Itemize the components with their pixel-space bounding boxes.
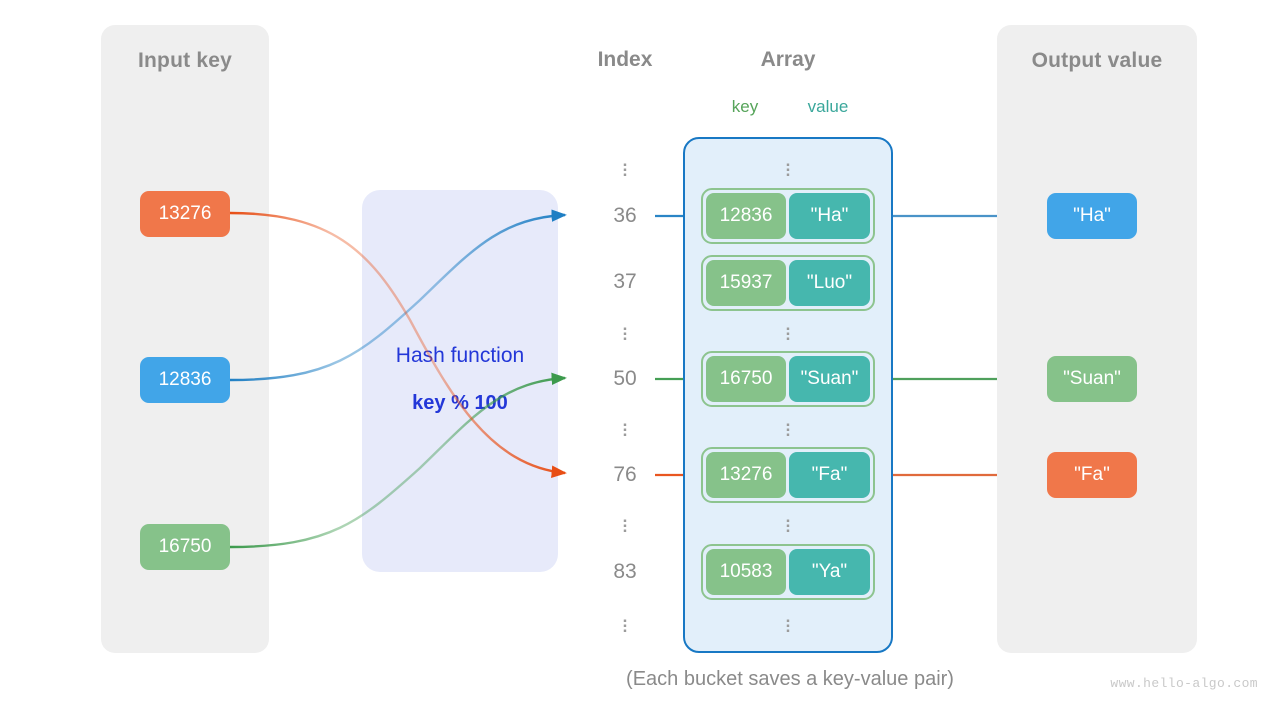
bucket-key-12836: 12836 — [706, 193, 786, 239]
output-panel-title: Output value — [1031, 49, 1163, 72]
bucket-value-luo: "Luo" — [789, 260, 870, 306]
bucket-value-suan: "Suan" — [789, 356, 870, 402]
index-ellipsis-2: ... — [622, 315, 628, 344]
hash-function-box — [362, 190, 558, 572]
output-value-panel: Output value — [997, 25, 1197, 653]
array-ellipsis-top: ... — [785, 151, 791, 180]
index-label-37: 37 — [613, 270, 637, 293]
array-column-header: Array — [760, 48, 816, 71]
bucket-value-fa: "Fa" — [789, 452, 870, 498]
index-column-header: Index — [597, 48, 653, 71]
bucket-36[interactable]: 12836 "Ha" — [701, 188, 875, 244]
array-ellipsis-4: ... — [785, 507, 791, 536]
value-subheader: value — [807, 97, 849, 116]
index-label-76: 76 — [613, 463, 637, 486]
input-key-12836[interactable]: 12836 — [140, 357, 230, 403]
array-ellipsis-bottom: ... — [785, 607, 791, 636]
index-ellipsis-bottom: ... — [622, 607, 628, 636]
array-ellipsis-2: ... — [785, 315, 791, 344]
bucket-37[interactable]: 15937 "Luo" — [701, 255, 875, 311]
bucket-key-10583: 10583 — [706, 549, 786, 595]
hash-function-formula: key % 100 — [412, 392, 508, 414]
input-key-13276[interactable]: 13276 — [140, 191, 230, 237]
bucket-key-16750: 16750 — [706, 356, 786, 402]
index-label-83: 83 — [613, 560, 637, 583]
output-value-fa[interactable]: "Fa" — [1047, 452, 1137, 498]
bucket-key-13276: 13276 — [706, 452, 786, 498]
bucket-83[interactable]: 10583 "Ya" — [701, 544, 875, 600]
index-ellipsis-4: ... — [622, 507, 628, 536]
bucket-value-ya: "Ya" — [789, 549, 870, 595]
bucket-50[interactable]: 16750 "Suan" — [701, 351, 875, 407]
bucket-key-15937: 15937 — [706, 260, 786, 306]
index-label-50: 50 — [613, 367, 637, 390]
bucket-value-ha: "Ha" — [789, 193, 870, 239]
bucket-76[interactable]: 13276 "Fa" — [701, 447, 875, 503]
array-ellipsis-3: ... — [785, 411, 791, 440]
output-value-suan[interactable]: "Suan" — [1047, 356, 1137, 402]
hash-function-label: Hash function — [395, 344, 525, 367]
input-panel-title: Input key — [138, 49, 232, 72]
index-label-36: 36 — [613, 204, 637, 227]
diagram-caption: (Each bucket saves a key-value pair) — [626, 668, 954, 690]
key-subheader: key — [731, 97, 759, 116]
index-ellipsis-top: ... — [622, 151, 628, 180]
index-ellipsis-3: ... — [622, 411, 628, 440]
output-value-ha[interactable]: "Ha" — [1047, 193, 1137, 239]
input-key-16750[interactable]: 16750 — [140, 524, 230, 570]
watermark: www.hello-algo.com — [1110, 676, 1258, 691]
